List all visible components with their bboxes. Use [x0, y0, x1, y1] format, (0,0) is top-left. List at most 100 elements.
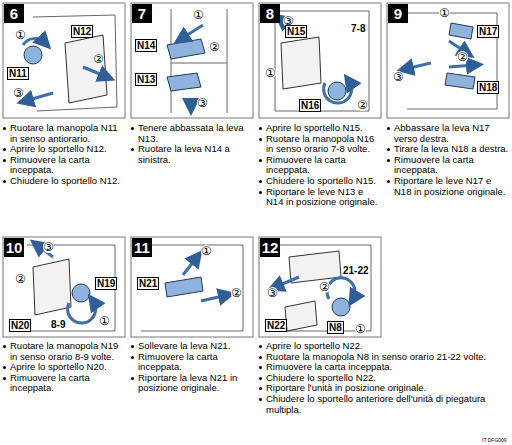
bullet-dot — [131, 377, 134, 380]
step-illustration — [3, 3, 125, 118]
bullet-dot — [131, 345, 134, 348]
instruction-item: Ruotare la manopola N11 in senso antiora… — [3, 123, 127, 144]
pull-arrow — [405, 63, 431, 69]
callout-number: ② — [93, 53, 104, 65]
instruction-item: Chiudere lo sportello N15. — [259, 176, 383, 187]
panel-frame — [259, 3, 381, 118]
bullet-dot — [259, 159, 262, 162]
bullet-dot — [259, 138, 262, 141]
document-code: IT DFG009 — [482, 437, 507, 443]
step-number: 12 — [262, 239, 279, 256]
callout-number: ③ — [197, 97, 208, 109]
step-illustration — [3, 237, 125, 337]
step-illustration — [131, 3, 253, 118]
lever — [167, 73, 201, 91]
callout-number: ③ — [13, 87, 24, 99]
instruction-item: Sollevare la leva N21. — [131, 341, 255, 352]
instruction-item: Rimuovere la carta inceppata. — [3, 155, 127, 176]
instruction-text: Sollevare la leva N21. — [138, 340, 230, 351]
part-label: N22 — [265, 319, 287, 332]
rotate-arrow — [324, 81, 352, 103]
callout-number: ① — [439, 7, 450, 19]
instruction-item: Riportare le leve N13 e N14 in posizione… — [259, 187, 383, 208]
instruction-text: Ruotare la manopola N8 in senso orario 2… — [266, 351, 486, 362]
instruction-text: Rimuovere la carta inceppata. — [138, 351, 218, 373]
instruction-text: Ruotare la leva N14 a sinistra. — [138, 143, 230, 165]
panel-frame — [387, 3, 509, 118]
callout-number: ① — [99, 315, 110, 327]
part-label: N16 — [299, 99, 321, 112]
instruction-list: Sollevare la leva N21.Rimuovere la carta… — [131, 341, 255, 394]
lever — [167, 39, 205, 59]
instruction-text: Rimuovere la carta inceppata. — [266, 154, 346, 176]
instruction-item: Abbassare la leva N17 verso destra. — [387, 123, 511, 144]
bullet-dot — [259, 345, 262, 348]
instruction-item: Chiudere lo sportello N22. — [259, 373, 509, 384]
lever — [449, 23, 473, 39]
panel-frame — [131, 3, 253, 118]
part-label: N13 — [135, 73, 157, 86]
door-panel — [281, 37, 321, 89]
door-panel — [285, 301, 317, 331]
bullet-dot — [131, 148, 134, 151]
instruction-item: Aprire lo sportello N22. — [259, 341, 509, 352]
knob — [24, 46, 42, 64]
instruction-item: Aprire lo sportello N12. — [3, 144, 127, 155]
bullet-dot — [259, 356, 262, 359]
bullet-dot — [131, 356, 134, 359]
step-number: 10 — [6, 239, 23, 256]
callout-number: ① — [15, 29, 26, 41]
step-illustration — [131, 237, 253, 337]
panel-frame — [3, 237, 125, 337]
bullet-dot — [3, 148, 6, 151]
instruction-item: Chiudere lo sportello anteriore dell'uni… — [259, 394, 509, 415]
turn-count: 21-22 — [343, 265, 369, 276]
callout-number: ③ — [267, 287, 278, 299]
instruction-item: Rimuovere la carta inceppata. — [259, 155, 383, 176]
instruction-item: Ruotare la manopola N8 in senso orario 2… — [259, 352, 509, 363]
instruction-text: Chiudere lo sportello N12. — [10, 175, 120, 186]
machine-outline — [171, 9, 227, 113]
rotate-arrow — [23, 39, 45, 45]
part-label: N17 — [477, 25, 499, 38]
instruction-item: Rimuovere la carta inceppata. — [387, 155, 511, 176]
callout-number: ③ — [43, 241, 54, 253]
part-label: N12 — [71, 25, 93, 38]
part-label: N18 — [477, 81, 499, 94]
bullet-dot — [387, 180, 390, 183]
part-label: N15 — [285, 25, 307, 38]
bullet-dot — [3, 366, 6, 369]
step-number: 7 — [138, 5, 146, 22]
instruction-text: Riportare la leva N21 in posizione origi… — [138, 372, 237, 394]
step-number-badge: 7 — [132, 4, 152, 23]
step-number-badge: 9 — [388, 4, 408, 23]
instruction-text: Tenere abbassata la leva N13. — [138, 122, 244, 144]
pull-arrow — [201, 295, 227, 301]
instruction-item: Riportare le leve N17 e N18 in posizione… — [387, 176, 511, 197]
instruction-item: Riportare la leva N21 in posizione origi… — [131, 373, 255, 394]
step-number-badge: 12 — [260, 238, 280, 257]
instruction-list: Ruotare la manopola N11 in senso antiora… — [3, 123, 127, 187]
instruction-text: Aprire lo sportello N12. — [10, 143, 107, 154]
knob — [72, 284, 90, 302]
bullet-dot — [259, 377, 262, 380]
rotate-arrow — [327, 278, 355, 299]
part-label: N20 — [9, 319, 31, 332]
open-arrow — [83, 67, 107, 77]
machine-outline — [279, 245, 371, 331]
bullet-dot — [387, 127, 390, 130]
instruction-text: Ruotare la manopola N19 in senso orario … — [10, 340, 118, 362]
callout-number: ① — [193, 9, 204, 21]
panel-frame — [3, 3, 125, 118]
bullet-dot — [259, 398, 262, 401]
knob — [332, 298, 350, 316]
bullet-dot — [3, 127, 6, 130]
bullet-dot — [3, 377, 6, 380]
instruction-text: Abbassare la leva N17 verso destra. — [394, 122, 490, 144]
instruction-text: Ruotare la manopola N11 in senso antiora… — [10, 122, 118, 144]
callout-number: ② — [231, 287, 242, 299]
part-label: N8 — [327, 321, 344, 334]
instruction-text: Rimuovere la carta inceppata. — [10, 372, 90, 394]
pull-arrow — [275, 277, 299, 287]
